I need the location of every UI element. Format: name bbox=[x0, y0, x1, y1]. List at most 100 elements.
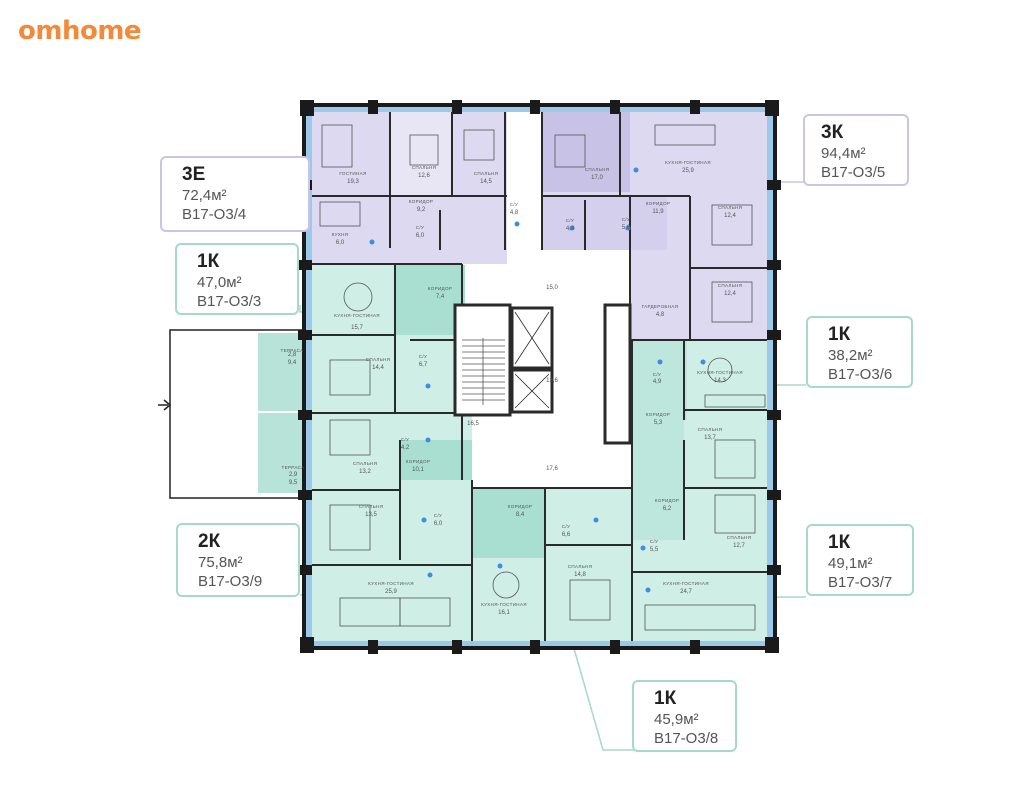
room-label: С/У bbox=[653, 372, 661, 377]
room-label: 6,0 bbox=[416, 233, 425, 239]
apartment-1K-8[interactable] bbox=[472, 488, 632, 641]
room-label: 24,7 bbox=[680, 589, 692, 595]
room-label: СПАЛЬНЯ bbox=[474, 171, 499, 176]
room-label: СПАЛЬНЯ bbox=[366, 357, 391, 362]
room-label: ТЕРРАСА bbox=[280, 348, 304, 353]
room-label: 4,2 bbox=[401, 445, 410, 451]
apartment-area: 94,4м² bbox=[821, 145, 866, 162]
room-label: 5,5 bbox=[650, 547, 659, 553]
furniture bbox=[319, 124, 766, 631]
room-label: КУХНЯ bbox=[332, 232, 349, 237]
apartment-code: В17-О3/4 bbox=[182, 206, 247, 223]
room-label: С/У bbox=[562, 524, 570, 529]
apartment-code: В17-О3/8 bbox=[654, 730, 719, 747]
room-label: СПАЛЬНЯ bbox=[359, 504, 384, 509]
room-label: С/У bbox=[416, 225, 424, 230]
room-label: С/У bbox=[419, 354, 427, 359]
apartment-type: 3E bbox=[182, 164, 206, 185]
room-label: СПАЛЬНЯ bbox=[585, 167, 610, 172]
room-label: 11,9 bbox=[652, 209, 664, 215]
apartment-card-1K-7[interactable]: 1К 49,1м² В17-О3/7 bbox=[806, 524, 914, 596]
room-label: СПАЛЬНЯ bbox=[698, 427, 723, 432]
room-label: 12,4 bbox=[724, 213, 736, 219]
room-label: КОРИДОР bbox=[646, 201, 670, 206]
apartment-code: В17-О3/9 bbox=[198, 573, 263, 590]
apartment-code: В17-О3/5 bbox=[821, 164, 886, 181]
room-label: 25,9 bbox=[385, 589, 397, 595]
room-label: 13,7 bbox=[704, 435, 716, 441]
apartment-card-1K-6[interactable]: 1К 38,2м² В17-О3/6 bbox=[806, 316, 913, 388]
room-label: С/У bbox=[650, 539, 658, 544]
apartment-type: 1К bbox=[197, 251, 220, 272]
apartment-2K-9[interactable] bbox=[312, 413, 472, 641]
apartment-area: 75,8м² bbox=[198, 554, 243, 571]
room-label: 2,9 bbox=[289, 472, 298, 478]
apartment-1K-6[interactable] bbox=[632, 340, 767, 420]
terrace-outline bbox=[158, 329, 312, 499]
room-label: 16,5 bbox=[467, 421, 479, 427]
room-label: С/У bbox=[622, 217, 630, 222]
room-label: 9,5 bbox=[289, 480, 298, 486]
room-labels: ГОСТИНАЯ 19,3 СПАЛЬНЯ 12,6 СПАЛЬНЯ 14,5 … bbox=[280, 160, 751, 616]
room-label: 6,0 bbox=[434, 521, 443, 527]
room-label: 6,0 bbox=[336, 240, 345, 246]
room-label: 9,2 bbox=[417, 207, 426, 213]
apartment-card-2K-9[interactable]: 2К 75,8м² В17-О3/9 bbox=[176, 523, 300, 597]
room-label: 25,9 bbox=[682, 168, 694, 174]
room-label: 6,7 bbox=[419, 362, 428, 368]
apartment-card-3E[interactable]: 3E 72,4м² В17-О3/4 bbox=[160, 156, 310, 232]
room-label: 13,2 bbox=[359, 469, 371, 475]
bathroom-markers bbox=[369, 167, 706, 593]
room-label: 7,4 bbox=[436, 294, 445, 300]
apartment-area: 38,2м² bbox=[828, 347, 873, 364]
room-label: СПАЛЬНЯ bbox=[568, 564, 593, 569]
apartment-type: 2К bbox=[198, 531, 221, 552]
elevator-shafts bbox=[510, 303, 632, 445]
room-label: 12,4 bbox=[724, 291, 736, 297]
room-label: КОРИДОР bbox=[406, 459, 430, 464]
room-label: 5,6 bbox=[622, 225, 631, 231]
room-label: 5,3 bbox=[654, 420, 663, 426]
room-label: 14,3 bbox=[714, 378, 726, 384]
room-label: 12,6 bbox=[418, 173, 430, 179]
apartment-code: В17-О3/6 bbox=[828, 366, 893, 383]
room-label: 6,6 bbox=[562, 532, 571, 538]
room-label: КУХНЯ-ГОСТИНАЯ bbox=[663, 581, 709, 586]
stair-core bbox=[453, 303, 512, 417]
apartment-3E[interactable] bbox=[312, 112, 507, 264]
room-label: СПАЛЬНЯ bbox=[412, 165, 437, 170]
room-label: С/У bbox=[510, 202, 518, 207]
room-label: КУХНЯ-ГОСТИНАЯ bbox=[697, 370, 743, 375]
apartment-area: 72,4м² bbox=[182, 187, 227, 204]
room-label: ТЕРРАСА bbox=[281, 465, 305, 470]
room-label: С/У bbox=[566, 218, 574, 223]
room-label: С/У bbox=[434, 513, 442, 518]
apartment-card-3K[interactable]: 3К 94,4м² В17-О3/5 bbox=[803, 114, 909, 186]
omhome-logo[interactable]: omhome bbox=[18, 16, 142, 46]
room-label: ГАРДЕРОБНАЯ bbox=[642, 304, 679, 309]
room-label: С/У bbox=[401, 437, 409, 442]
apartment-1K-7[interactable] bbox=[632, 420, 767, 641]
room-label: 14,4 bbox=[372, 365, 384, 371]
room-label: 4,9 bbox=[653, 379, 662, 385]
room-label: КОРИДОР bbox=[655, 498, 679, 503]
room-label: СПАЛЬНЯ bbox=[353, 461, 378, 466]
apartment-type: 1К bbox=[828, 324, 851, 345]
room-label: 13,5 bbox=[365, 512, 377, 518]
apartment-code: В17-О3/7 bbox=[828, 574, 893, 591]
room-label: 10,1 bbox=[412, 467, 424, 473]
room-label: КОРИДОР bbox=[508, 504, 532, 509]
room-label: СПАЛЬНЯ bbox=[727, 535, 752, 540]
room-area: 19,3 bbox=[347, 179, 359, 185]
room-label: СПАЛЬНЯ bbox=[718, 205, 743, 210]
room-label: 12,7 bbox=[733, 543, 745, 549]
room-label: 4,8 bbox=[510, 210, 519, 216]
apartment-type: 1К bbox=[654, 688, 677, 709]
apartment-card-1K-8[interactable]: 1К 45,9м² В17-О3/8 bbox=[632, 680, 737, 752]
apartment-3K[interactable] bbox=[542, 112, 767, 340]
apartment-card-1K-3[interactable]: 1К 47,0м² В17-О3/3 bbox=[175, 243, 299, 315]
room-label: 8,4 bbox=[516, 512, 525, 518]
room-label: 17,6 bbox=[546, 466, 558, 472]
room-label: 4,4 bbox=[566, 226, 575, 232]
